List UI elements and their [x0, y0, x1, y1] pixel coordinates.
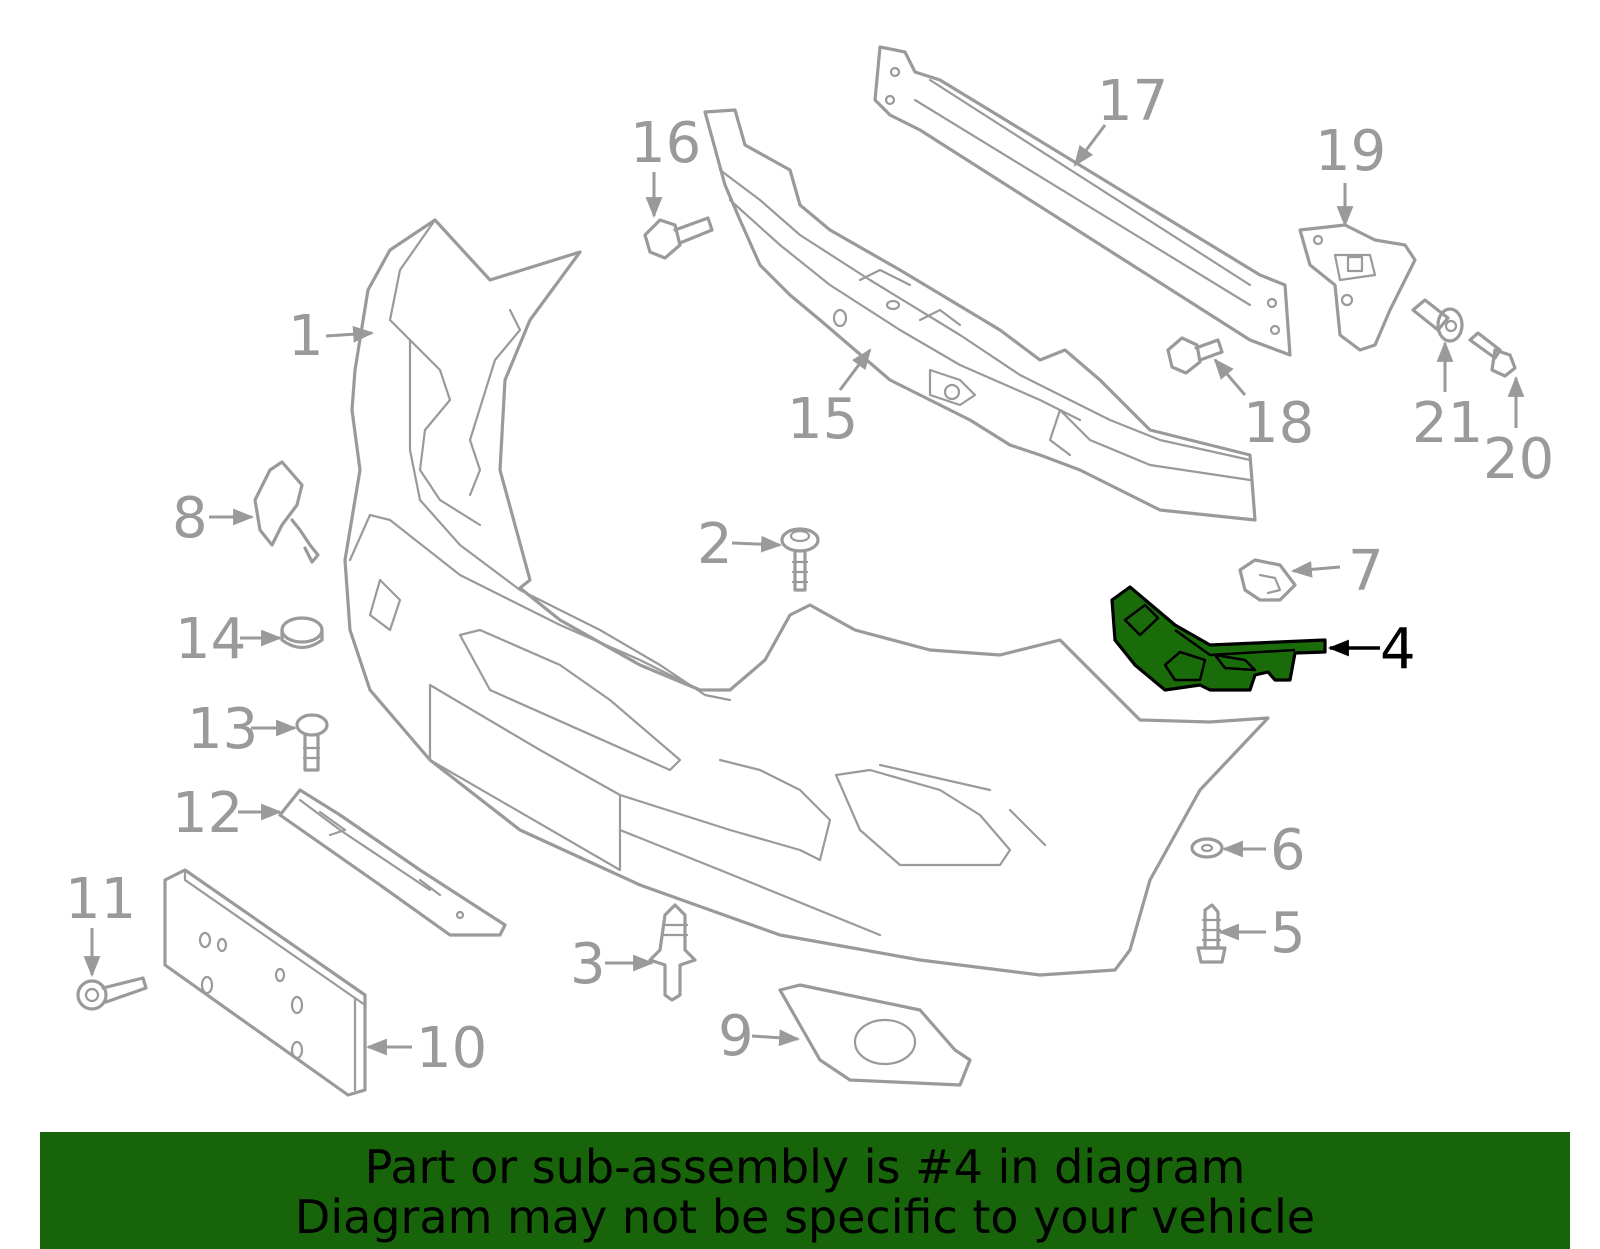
callout-16: 16 [630, 111, 701, 176]
banner-line-2: Diagram may not be specific to your vehi… [294, 1190, 1316, 1244]
bracket-part-19 [1298, 223, 1417, 352]
callout-7: 7 [1348, 539, 1384, 604]
callout-13: 13 [187, 697, 258, 762]
callout-2: 2 [697, 512, 733, 577]
bolt-part-16 [643, 216, 714, 260]
callout-8: 8 [172, 486, 208, 551]
callout-15: 15 [787, 387, 858, 452]
retainer-pin-part-3 [648, 903, 697, 1002]
screw-part-13 [295, 713, 329, 772]
callout-1: 1 [288, 304, 324, 369]
callout-11: 11 [65, 867, 136, 932]
clip-nut-part-7 [1238, 558, 1297, 602]
bolt-part-20 [1468, 331, 1517, 378]
license-bracket-part-10 [163, 868, 367, 1097]
banner-line-1: Part or sub-assembly is #4 in diagram [364, 1140, 1246, 1194]
fog-bezel-part-9 [778, 983, 972, 1087]
callout-14: 14 [175, 607, 246, 672]
bolt-part-18 [1166, 336, 1224, 375]
info-banner: Part or sub-assembly is #4 in diagram Di… [40, 1132, 1570, 1249]
callout-5: 5 [1270, 901, 1306, 966]
callout-17: 17 [1097, 69, 1168, 134]
callout-18: 18 [1243, 391, 1314, 456]
washer-part-6 [1190, 837, 1224, 859]
callout-3: 3 [570, 932, 606, 997]
plug-part-14 [280, 616, 324, 650]
tow-hook-cover-part-8 [253, 460, 320, 564]
callout-10: 10 [416, 1016, 487, 1081]
parts-diagram: 1 2 3 4 5 6 7 8 9 10 11 12 13 14 15 16 1… [65, 45, 1554, 1097]
callout-labels: 1 2 3 4 5 6 7 8 9 10 11 12 13 14 15 16 1… [65, 69, 1554, 1081]
callout-4[interactable]: 4 [1380, 617, 1416, 682]
reinforcement-beam-part-15 [703, 108, 1257, 522]
callout-21: 21 [1412, 391, 1483, 456]
upper-bar-part-17 [873, 45, 1292, 357]
callout-6: 6 [1270, 818, 1306, 883]
bumper-cover-part-1 [343, 218, 1270, 977]
highlighted-bracket-part-4[interactable] [1110, 585, 1327, 692]
screw-part-11 [76, 976, 148, 1011]
clip-part-2 [780, 527, 820, 592]
callout-9: 9 [718, 1004, 754, 1069]
leader-arrows [83, 124, 1525, 1056]
callout-20: 20 [1483, 427, 1554, 492]
push-pin-part-21 [1411, 298, 1464, 343]
molding-part-12 [278, 788, 507, 937]
callout-12: 12 [172, 781, 243, 846]
callout-19: 19 [1315, 119, 1386, 184]
